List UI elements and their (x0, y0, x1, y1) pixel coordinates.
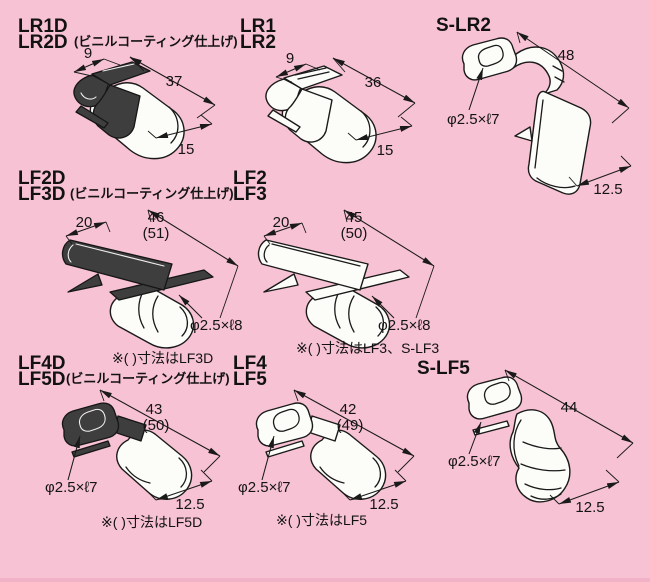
dimensions: 42 (49) 12.5 φ2.5×ℓ7 (238, 389, 415, 513)
part-number-lr1-lr2: LR1 LR2 (240, 16, 276, 53)
hole-spec-label: φ2.5×ℓ8 (190, 317, 243, 334)
dimension-note: ※( )寸法はLF3、S-LF3 (296, 340, 440, 356)
dim-length-label: 42 (340, 401, 357, 418)
dim-depth-label: 12.5 (369, 496, 398, 513)
part-s-lf5 (466, 376, 571, 503)
tab-hole (477, 44, 504, 67)
dim-length-label: 36 (365, 74, 382, 91)
drawing-lf2-lf3: 20 45 (50) φ2.5×ℓ8 (257, 209, 435, 349)
hole-spec-label: φ2.5×ℓ7 (448, 453, 501, 470)
dimension-note: ※( )寸法はLF3D (112, 350, 214, 366)
dim-length-alt-label: (50) (143, 417, 170, 434)
part-lf2 (257, 239, 410, 349)
part-number-line: LR1 (240, 16, 276, 37)
dimensions: 20 46 (51) φ2.5×ℓ8 (65, 209, 243, 334)
dimensions: 43 (50) 12.5 φ2.5×ℓ7 (45, 389, 221, 513)
part-lf2d (61, 239, 214, 349)
pipe-roll (310, 429, 387, 500)
drawing-lf4d-lf5d: 43 (50) 12.5 φ2.5×ℓ7 (45, 389, 221, 513)
part-number-s-lf5: S-LF5 (417, 358, 470, 379)
drawing-s-lr2: 48 12.5 φ2.5×ℓ7 (447, 31, 632, 198)
clip-curl (73, 74, 110, 108)
dim-width-label: 9 (84, 45, 92, 62)
lock-tab (263, 273, 299, 293)
part-number-line: LR2 (240, 31, 276, 53)
part-lr1 (265, 65, 377, 164)
dim-length-label: 44 (561, 399, 578, 416)
part-number-line: LR2D (18, 31, 68, 53)
dim-width-label: 20 (76, 214, 93, 231)
dim-length-label: 43 (146, 401, 163, 418)
part-number-line: LF3D (18, 183, 66, 205)
mount-tab (466, 376, 523, 420)
mount-tab (255, 402, 314, 447)
part-number-line: LF2D (18, 168, 66, 189)
part-number-line: LF3 (233, 183, 267, 205)
dim-length-alt-label: (49) (337, 417, 364, 434)
part-number-lf4d-lf5d: LF4D LF5D (18, 353, 66, 390)
dim-depth-label: 12.5 (593, 181, 622, 198)
part-number-lf2-lf3: LF2 LF3 (233, 168, 267, 205)
dim-depth-label: 12.5 (575, 499, 604, 516)
dim-length-label: 37 (166, 73, 183, 90)
mount-tab (61, 402, 120, 447)
part-number-line: LF5D (18, 368, 66, 390)
part-number-line: LR1D (18, 16, 68, 37)
dim-depth-label: 15 (178, 141, 195, 158)
part-number-s-lr2: S-LR2 (436, 15, 491, 36)
part-number-line: S-LR2 (436, 15, 491, 36)
drawing-lr1d-lr2d: 9 37 15 (73, 45, 216, 160)
part-number-line: S-LF5 (417, 358, 470, 379)
dim-length-alt-label: (51) (143, 225, 170, 242)
dim-depth-label: 12.5 (175, 496, 204, 513)
drawing-lf2d-lf3d: 20 46 (51) φ2.5×ℓ8 (61, 209, 243, 349)
dim-width-label: 20 (273, 214, 290, 231)
hole-spec-label: φ2.5×ℓ8 (378, 317, 431, 334)
drawing-lr1-lr2: 9 36 15 (265, 50, 416, 164)
clip-curl (265, 78, 302, 112)
clip-plate (257, 239, 369, 291)
part-number-lr1d-lr2d: LR1D LR2D (18, 16, 68, 53)
dim-length-label: 48 (558, 47, 575, 64)
dimension-note: ※( )寸法はLF5 (276, 512, 368, 528)
clip-tail (267, 109, 301, 133)
part-number-line: LF4 (233, 353, 267, 374)
hole-spec-label: φ2.5×ℓ7 (447, 111, 500, 128)
dim-depth-label: 15 (377, 142, 394, 159)
part-number-line: LF4D (18, 353, 66, 374)
drawing-lf4-lf5: 42 (49) 12.5 φ2.5×ℓ7 (238, 389, 415, 513)
dimensions: 9 36 15 (275, 50, 416, 159)
hole-spec-label: φ2.5×ℓ7 (45, 479, 98, 496)
arch (512, 46, 565, 95)
dim-length-label: 46 (148, 209, 165, 226)
dim-length-label: 45 (346, 209, 363, 226)
pipe-roll (116, 429, 193, 500)
page-edge-strip (0, 578, 650, 582)
clip-plate (61, 239, 173, 291)
mount-tab (461, 37, 518, 81)
latch (514, 126, 533, 142)
drawing-s-lf5: 44 12.5 φ2.5×ℓ7 (448, 369, 634, 516)
part-number-lf2d-lf3d: LF2D LF3D (18, 168, 66, 205)
dim-width-label: 9 (286, 50, 294, 67)
dim-length-alt-label: (50) (341, 225, 368, 242)
lock-tab (67, 273, 103, 293)
dimensions: 44 12.5 φ2.5×ℓ7 (448, 369, 634, 516)
part-number-line: LF5 (233, 368, 267, 390)
coating-note: (ビニルコーティング仕上げ) (74, 34, 238, 49)
hole-spec-label: φ2.5×ℓ7 (238, 479, 291, 496)
part-number-line: LF2 (233, 168, 267, 189)
clip-tail (75, 105, 109, 129)
coating-note: (ビニルコーティング仕上げ) (66, 371, 230, 386)
dimensions: 48 12.5 φ2.5×ℓ7 (447, 31, 632, 198)
dimensions: 9 37 15 (73, 45, 216, 158)
part-number-lf4-lf5: LF4 LF5 (233, 353, 267, 390)
coating-note: (ビニルコーティング仕上げ) (70, 186, 234, 201)
dimensions: 20 45 (50) φ2.5×ℓ8 (263, 209, 435, 334)
dimension-note: ※( )寸法はLF5D (101, 514, 203, 530)
